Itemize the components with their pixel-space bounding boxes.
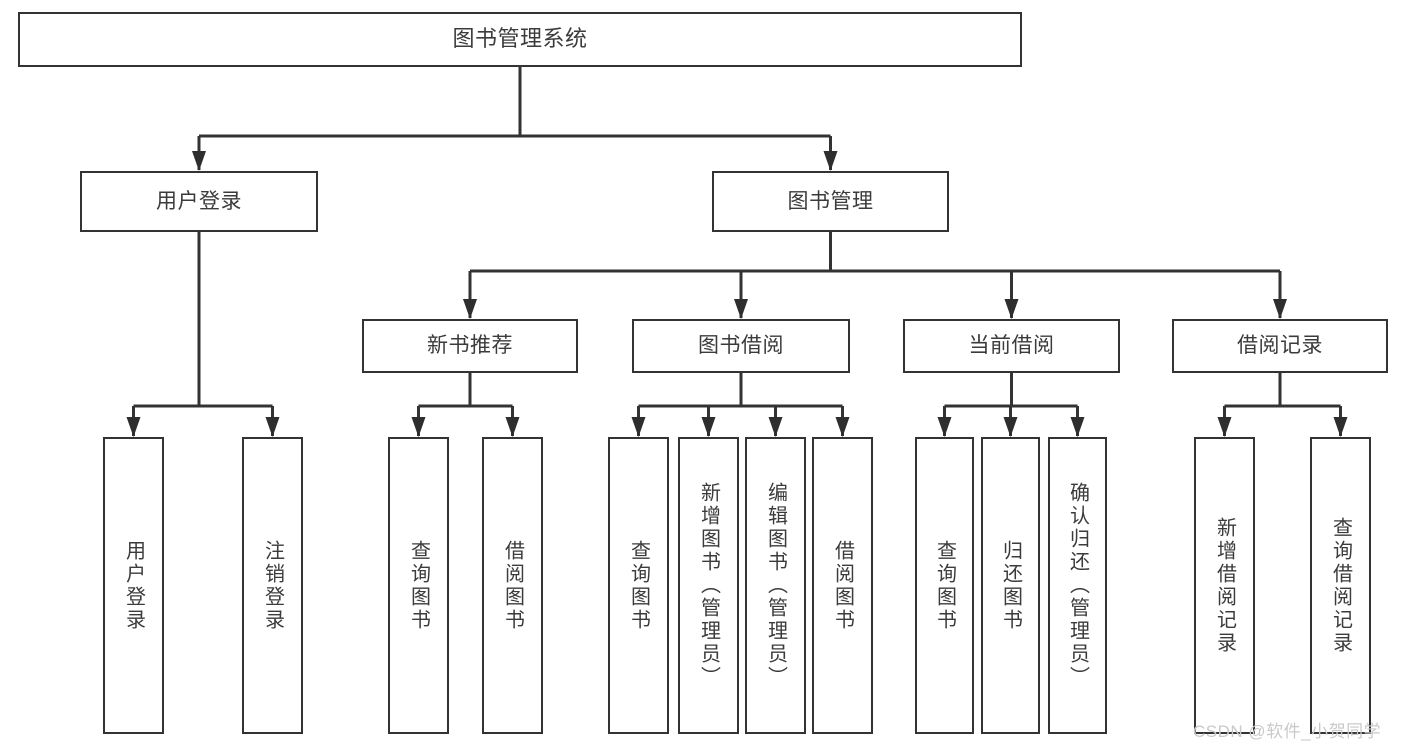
node-label-leaf-add-book: 新增图书（管理员） [697, 482, 720, 689]
node-label-current-borrow: 当前借阅 [968, 334, 1055, 358]
node-leaf-query-book-3[interactable]: 查询图书 [915, 437, 974, 734]
node-label-leaf-borrow-book-2: 借阅图书 [831, 539, 854, 632]
arrow-head-new-book-recommend [463, 299, 477, 319]
node-leaf-query-book-2[interactable]: 查询图书 [608, 437, 669, 734]
arrow-head-leaf-user-login [126, 417, 141, 437]
arrow-head-leaf-query-record [1333, 417, 1348, 437]
arrow-head-leaf-add-record [1217, 417, 1232, 437]
node-label-leaf-borrow-book-1: 借阅图书 [501, 539, 524, 632]
node-label-user-login: 用户登录 [156, 189, 242, 213]
node-leaf-confirm-return[interactable]: 确认归还（管理员） [1048, 437, 1107, 734]
arrow-head-leaf-borrow-book-1 [505, 417, 520, 437]
node-leaf-borrow-book-1[interactable]: 借阅图书 [482, 437, 543, 734]
node-label-leaf-logout: 注销登录 [261, 539, 284, 632]
node-leaf-edit-book[interactable]: 编辑图书（管理员） [745, 437, 806, 734]
node-label-leaf-user-login: 用户登录 [122, 539, 145, 632]
arrow-head-leaf-confirm-return [1070, 417, 1085, 437]
node-book-manage[interactable]: 图书管理 [712, 171, 949, 232]
arrow-head-leaf-query-book-3 [937, 417, 952, 437]
node-label-book-borrow: 图书借阅 [698, 334, 784, 358]
node-label-leaf-edit-book: 编辑图书（管理员） [764, 482, 787, 689]
node-label-book-manage: 图书管理 [787, 189, 874, 213]
arrow-head-leaf-query-book-2 [631, 417, 646, 437]
node-label-leaf-return-book: 归还图书 [999, 539, 1022, 632]
node-user-login[interactable]: 用户登录 [80, 171, 318, 232]
arrow-head-leaf-logout [265, 417, 280, 437]
node-book-borrow[interactable]: 图书借阅 [632, 319, 850, 373]
arrow-head-borrow-record [1273, 299, 1287, 319]
node-root[interactable]: 图书管理系统 [18, 12, 1022, 67]
node-label-leaf-query-record: 查询借阅记录 [1329, 516, 1352, 655]
node-leaf-user-login[interactable]: 用户登录 [103, 437, 164, 734]
node-leaf-borrow-book-2[interactable]: 借阅图书 [812, 437, 873, 734]
node-leaf-add-book[interactable]: 新增图书（管理员） [678, 437, 739, 734]
arrow-head-book-manage [823, 151, 838, 171]
node-label-leaf-add-record: 新增借阅记录 [1213, 516, 1236, 655]
node-label-leaf-query-book-2: 查询图书 [627, 539, 650, 632]
arrow-head-leaf-add-book [701, 417, 716, 437]
node-label-leaf-confirm-return: 确认归还（管理员） [1066, 482, 1089, 689]
node-leaf-query-book-1[interactable]: 查询图书 [388, 437, 449, 734]
node-label-leaf-query-book-1: 查询图书 [407, 539, 430, 632]
node-label-root: 图书管理系统 [452, 26, 588, 52]
csdn-watermark: CSDN @软件_小贺同学 [1193, 722, 1382, 741]
node-borrow-record[interactable]: 借阅记录 [1172, 319, 1388, 373]
arrow-head-leaf-borrow-book-2 [835, 417, 850, 437]
node-label-new-book-recommend: 新书推荐 [427, 334, 513, 358]
node-label-leaf-query-book-3: 查询图书 [933, 539, 956, 632]
node-new-book-recommend[interactable]: 新书推荐 [362, 319, 578, 373]
node-leaf-add-record[interactable]: 新增借阅记录 [1194, 437, 1255, 734]
arrow-head-leaf-return-book [1003, 417, 1018, 437]
arrow-head-leaf-edit-book [768, 417, 783, 437]
node-label-borrow-record: 借阅记录 [1237, 334, 1323, 358]
arrow-head-leaf-query-book-1 [411, 417, 426, 437]
node-leaf-return-book[interactable]: 归还图书 [981, 437, 1040, 734]
arrow-head-book-borrow [734, 299, 748, 319]
arrow-head-current-borrow [1004, 299, 1019, 319]
node-current-borrow[interactable]: 当前借阅 [903, 319, 1120, 373]
node-leaf-query-record[interactable]: 查询借阅记录 [1310, 437, 1371, 734]
node-leaf-logout[interactable]: 注销登录 [242, 437, 303, 734]
arrow-head-user-login [192, 151, 206, 171]
